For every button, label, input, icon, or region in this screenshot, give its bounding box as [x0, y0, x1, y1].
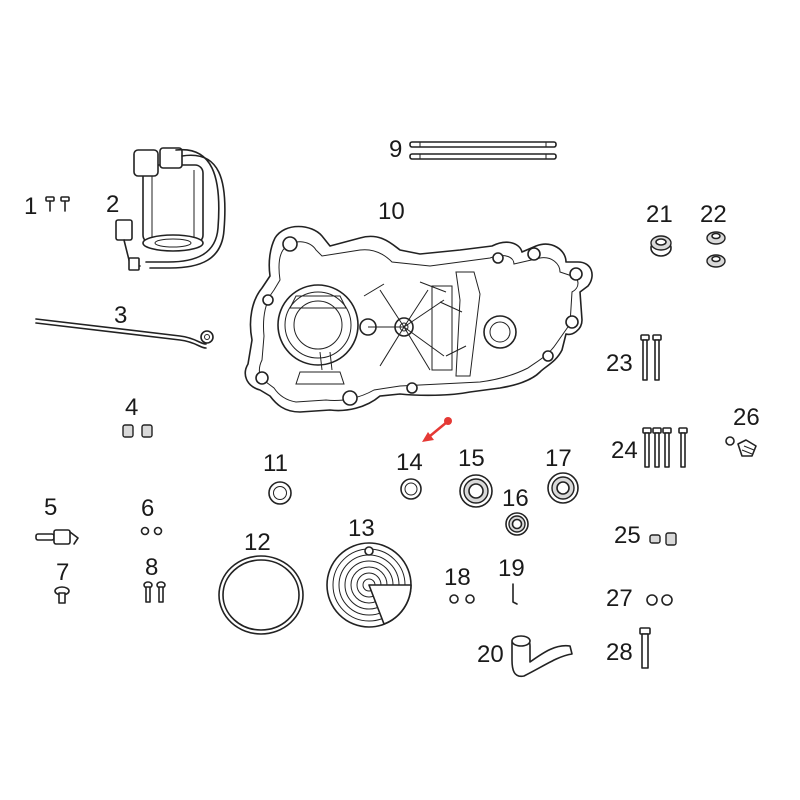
part-1-screws[interactable]	[45, 196, 70, 212]
part-label-24[interactable]: 24	[611, 437, 638, 464]
part-6-washers[interactable]	[140, 526, 163, 536]
part-16-bearing[interactable]	[505, 512, 529, 536]
part-label-11[interactable]: 11	[263, 450, 288, 477]
part-20-hose[interactable]	[511, 635, 573, 678]
part-21-nut[interactable]	[650, 235, 672, 257]
part-label-13[interactable]: 13	[348, 515, 375, 542]
part-13-filter-disc[interactable]	[326, 542, 412, 628]
part-3-cable[interactable]	[35, 318, 214, 349]
part-9-long-studs[interactable]	[409, 141, 557, 160]
part-label-1[interactable]: 1	[24, 193, 37, 220]
part-4-dowels[interactable]	[122, 424, 153, 438]
part-26-bleeder[interactable]	[725, 436, 757, 457]
part-label-23[interactable]: 23	[606, 350, 633, 377]
part-label-9[interactable]: 9	[389, 136, 402, 163]
part-label-8[interactable]: 8	[145, 554, 158, 581]
part-19-pin[interactable]	[512, 583, 518, 605]
part-17-bearing[interactable]	[547, 472, 579, 504]
part-24-bolts[interactable]	[642, 427, 688, 468]
part-14-seal[interactable]	[400, 478, 422, 500]
part-label-15[interactable]: 15	[458, 445, 485, 472]
part-12-o-ring[interactable]	[218, 555, 304, 635]
part-label-10[interactable]: 10	[378, 198, 405, 225]
part-23-bolts[interactable]	[640, 334, 662, 381]
part-label-21[interactable]: 21	[646, 201, 673, 228]
part-label-7[interactable]: 7	[56, 559, 69, 586]
part-label-22[interactable]: 22	[700, 201, 727, 228]
part-18-washers[interactable]	[449, 594, 475, 604]
part-label-6[interactable]: 6	[141, 495, 154, 522]
part-label-18[interactable]: 18	[444, 564, 471, 591]
part-27-washers[interactable]	[646, 594, 673, 606]
part-label-26[interactable]: 26	[733, 404, 760, 431]
part-7-screw[interactable]	[54, 586, 70, 604]
part-8-screws[interactable]	[143, 581, 166, 603]
part-label-19[interactable]: 19	[498, 555, 525, 582]
highlight-arrow-line	[429, 421, 448, 437]
part-label-16[interactable]: 16	[502, 485, 529, 512]
part-10-crankcase-cover[interactable]	[244, 225, 593, 413]
part-label-25[interactable]: 25	[614, 522, 641, 549]
highlight-dot	[444, 417, 452, 425]
part-2-starter-motor[interactable]	[115, 147, 226, 271]
part-label-27[interactable]: 27	[606, 585, 633, 612]
part-5-bolt-bracket[interactable]	[35, 529, 79, 545]
part-label-12[interactable]: 12	[244, 529, 271, 556]
part-label-3[interactable]: 3	[114, 302, 127, 329]
part-22-nuts[interactable]	[706, 231, 726, 268]
part-label-5[interactable]: 5	[44, 494, 57, 521]
part-28-bolt[interactable]	[639, 627, 651, 669]
part-label-20[interactable]: 20	[477, 641, 504, 668]
part-label-4[interactable]: 4	[125, 394, 138, 421]
part-25-plugs[interactable]	[649, 532, 677, 546]
part-11-oil-seal[interactable]	[268, 481, 292, 505]
part-label-2[interactable]: 2	[106, 191, 119, 218]
highlight-arrow-head	[422, 432, 434, 442]
part-15-bearing[interactable]	[459, 474, 493, 508]
part-label-28[interactable]: 28	[606, 639, 633, 666]
part-label-17[interactable]: 17	[545, 445, 572, 472]
highlight-marker	[422, 417, 452, 442]
part-label-14[interactable]: 14	[396, 449, 423, 476]
